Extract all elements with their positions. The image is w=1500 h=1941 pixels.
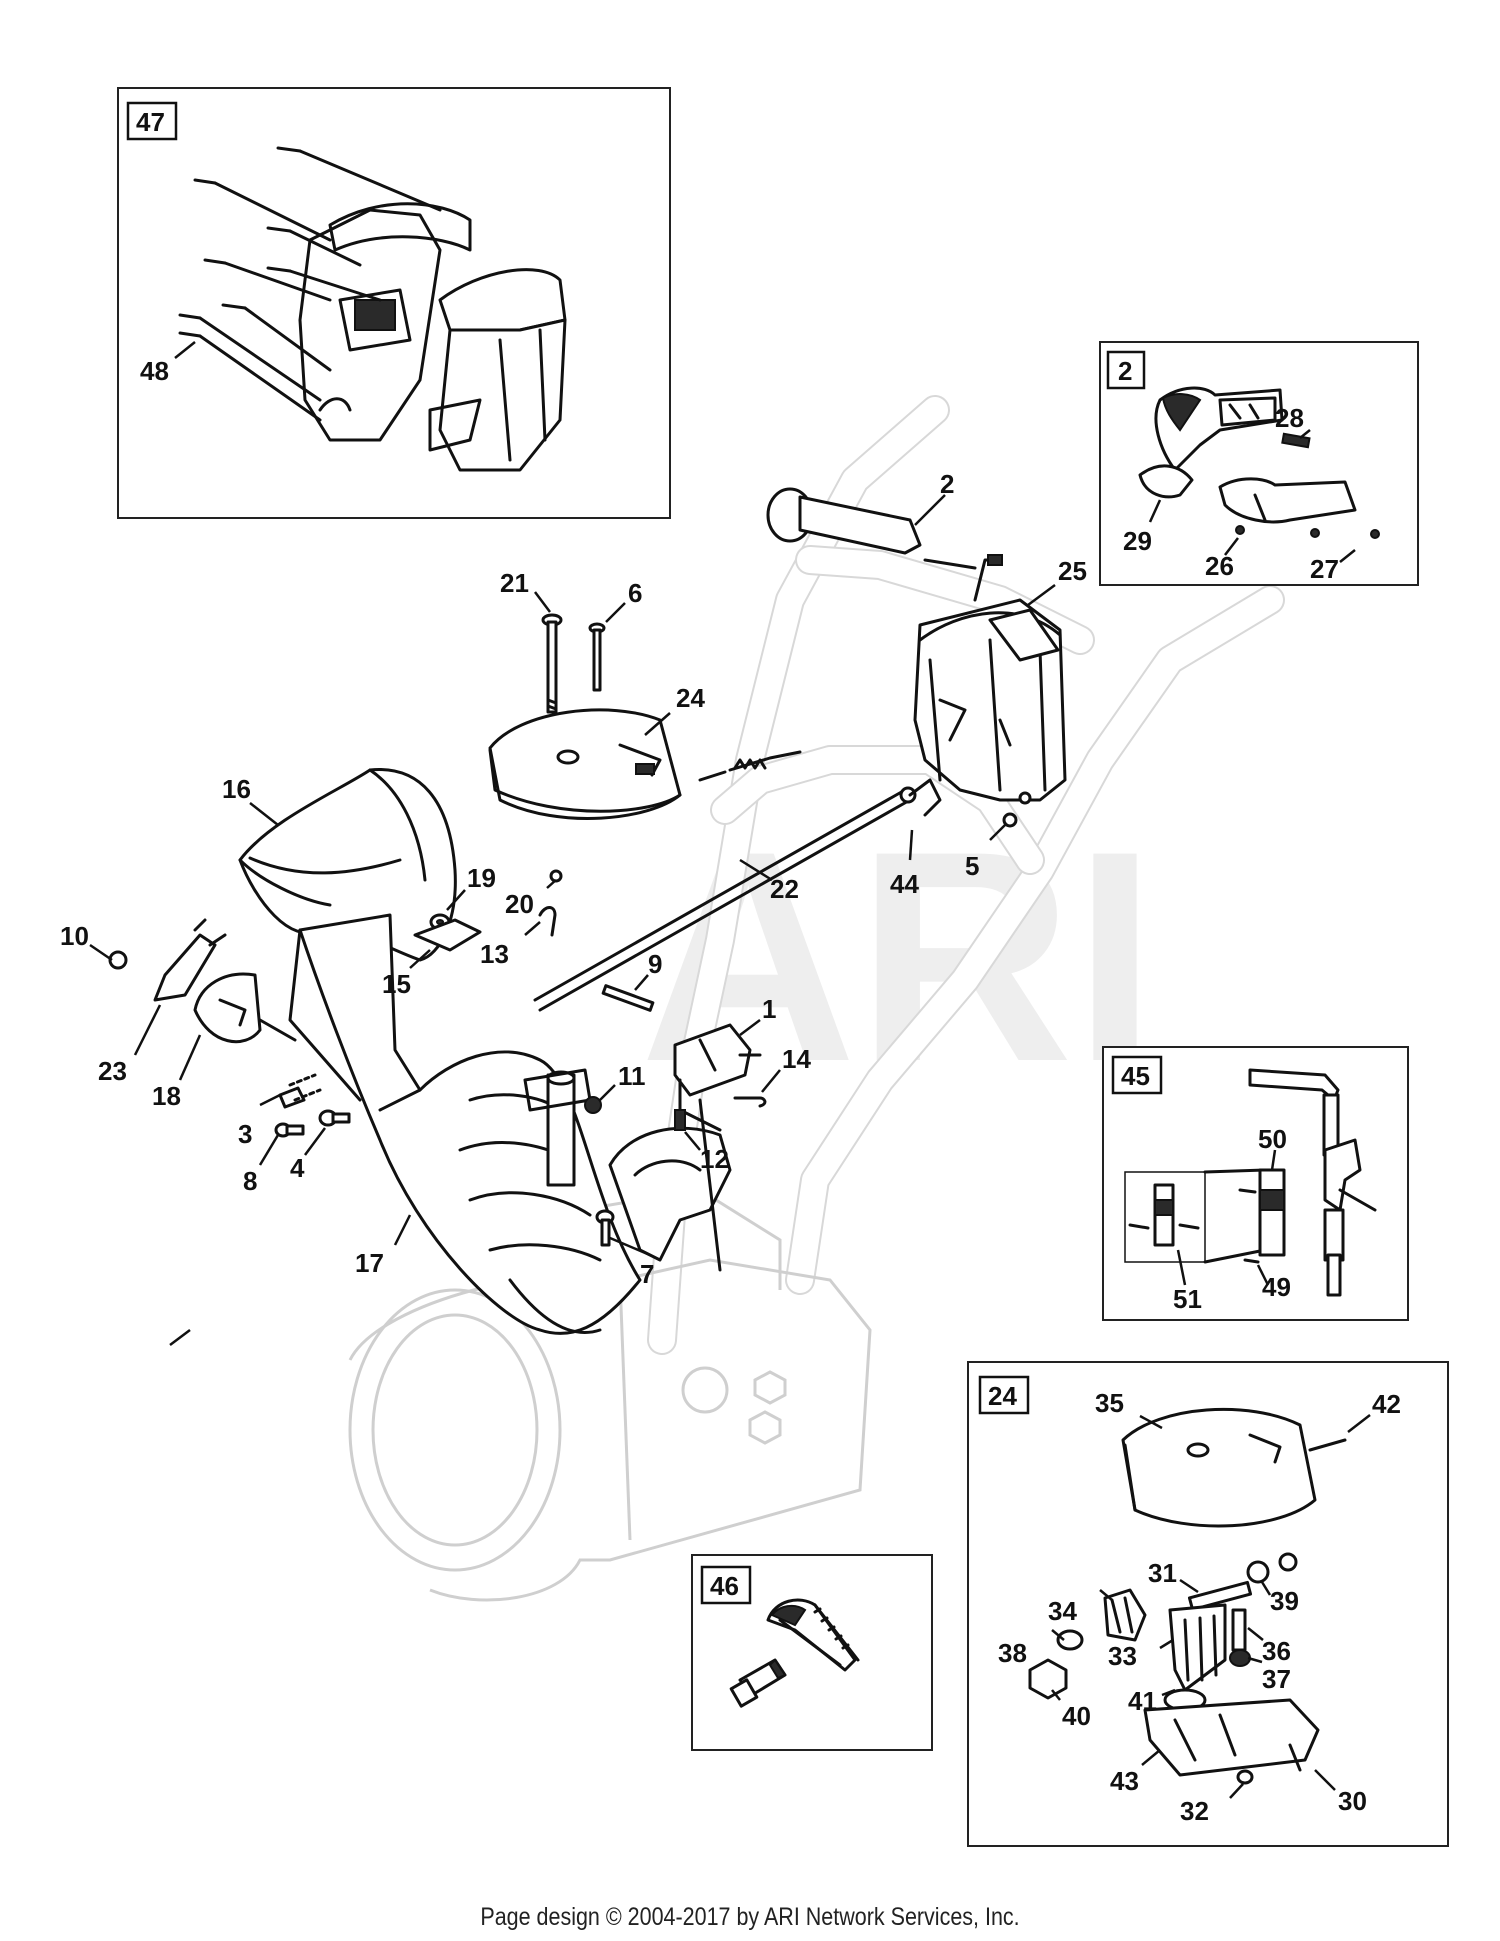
callout-9: 9 (648, 949, 662, 979)
callout-29: 29 (1123, 526, 1152, 556)
callout-44: 44 (890, 869, 919, 899)
detail-box-47-tag: 47 (136, 107, 165, 137)
nut-11 (584, 1096, 602, 1114)
callout-6: 6 (628, 578, 642, 608)
callout-8: 8 (243, 1166, 257, 1196)
nut-10 (108, 950, 128, 970)
detail-box-46: 46 (691, 1554, 933, 1751)
dashed-guide (288, 1073, 322, 1102)
callout-48: 48 (140, 356, 169, 386)
clip-14 (733, 1096, 767, 1108)
callout-37: 37 (1262, 1664, 1291, 1694)
callout-3: 3 (238, 1119, 252, 1149)
callout-27: 27 (1310, 554, 1339, 584)
leader-lines (89, 494, 1056, 1346)
detail-box-24-tag: 24 (988, 1381, 1017, 1411)
fastener-4 (318, 1109, 351, 1127)
chute-pivot-tube (523, 1068, 592, 1187)
callout-1: 1 (762, 994, 776, 1024)
chute-control-assembly (913, 554, 1067, 805)
callout-35: 35 (1095, 1388, 1124, 1418)
callout-20: 20 (505, 889, 534, 919)
callout-18: 18 (152, 1081, 181, 1111)
main-callouts: 2 25 21 6 24 16 5 44 22 19 20 10 15 13 9… (60, 469, 1087, 1289)
callout-10: 10 (60, 921, 89, 951)
detail-box-24: 24 35 42 31 (967, 1361, 1449, 1847)
callout-15: 15 (382, 969, 411, 999)
callout-7: 7 (640, 1259, 654, 1289)
callout-28: 28 (1275, 403, 1304, 433)
callout-5: 5 (965, 851, 979, 881)
pin-6 (588, 622, 606, 692)
bolt-5 (1002, 812, 1018, 828)
callout-39: 39 (1270, 1586, 1299, 1616)
callout-32: 32 (1180, 1796, 1209, 1826)
callout-38: 38 (998, 1638, 1027, 1668)
pin-13 (538, 906, 557, 937)
callout-23: 23 (98, 1056, 127, 1086)
callout-24: 24 (676, 683, 705, 713)
callout-25: 25 (1058, 556, 1087, 586)
callout-42: 42 (1372, 1389, 1401, 1419)
callout-49: 49 (1262, 1272, 1291, 1302)
callout-41: 41 (1128, 1686, 1157, 1716)
bolt-7 (595, 1209, 615, 1247)
callout-4: 4 (290, 1153, 305, 1183)
callout-33: 33 (1108, 1641, 1137, 1671)
deflector-bracket-23 (153, 918, 227, 1002)
callout-11: 11 (618, 1061, 646, 1091)
callout-36: 36 (1262, 1636, 1291, 1666)
callout-51: 51 (1173, 1284, 1202, 1314)
callout-31: 31 (1148, 1558, 1177, 1588)
auger-housing-ghost (348, 1188, 872, 1602)
chute-body (288, 913, 642, 1335)
callout-2: 2 (940, 469, 954, 499)
deflector-plate-18 (193, 972, 297, 1044)
callout-43: 43 (1110, 1766, 1139, 1796)
callout-14: 14 (782, 1044, 811, 1074)
callout-50: 50 (1258, 1124, 1287, 1154)
callout-30: 30 (1338, 1786, 1367, 1816)
detail-box-2-tag: 2 (1118, 356, 1132, 386)
callout-34: 34 (1048, 1596, 1077, 1626)
washer-20 (549, 869, 563, 883)
detail-box-47: 47 48 (117, 87, 671, 519)
callout-17: 17 (355, 1248, 384, 1278)
detail-box-45: 45 50 51 49 (1102, 1046, 1409, 1321)
callout-21: 21 (500, 568, 529, 598)
chute-rod (533, 778, 942, 1012)
callout-19: 19 (467, 863, 496, 893)
callout-22: 22 (770, 874, 799, 904)
crank-handle (766, 487, 977, 570)
callout-13: 13 (480, 939, 509, 969)
callout-12: 12 (700, 1144, 729, 1174)
chute-cover (488, 708, 802, 820)
callout-26: 26 (1205, 551, 1234, 581)
detail-box-2: 2 28 29 26 27 (1099, 341, 1419, 586)
chute-mount-base (608, 1098, 732, 1272)
fastener-8 (274, 1122, 305, 1138)
page-footer: Page design © 2004-2017 by ARI Network S… (480, 1903, 1020, 1931)
callout-16: 16 (222, 774, 251, 804)
knob-15 (413, 918, 482, 952)
bolt-21 (541, 613, 563, 714)
detail-box-45-tag: 45 (1121, 1061, 1150, 1091)
pin-9 (601, 984, 655, 1012)
callout-40: 40 (1062, 1701, 1091, 1731)
fastener-3 (278, 1086, 306, 1109)
detail-box-46-tag: 46 (710, 1571, 739, 1601)
